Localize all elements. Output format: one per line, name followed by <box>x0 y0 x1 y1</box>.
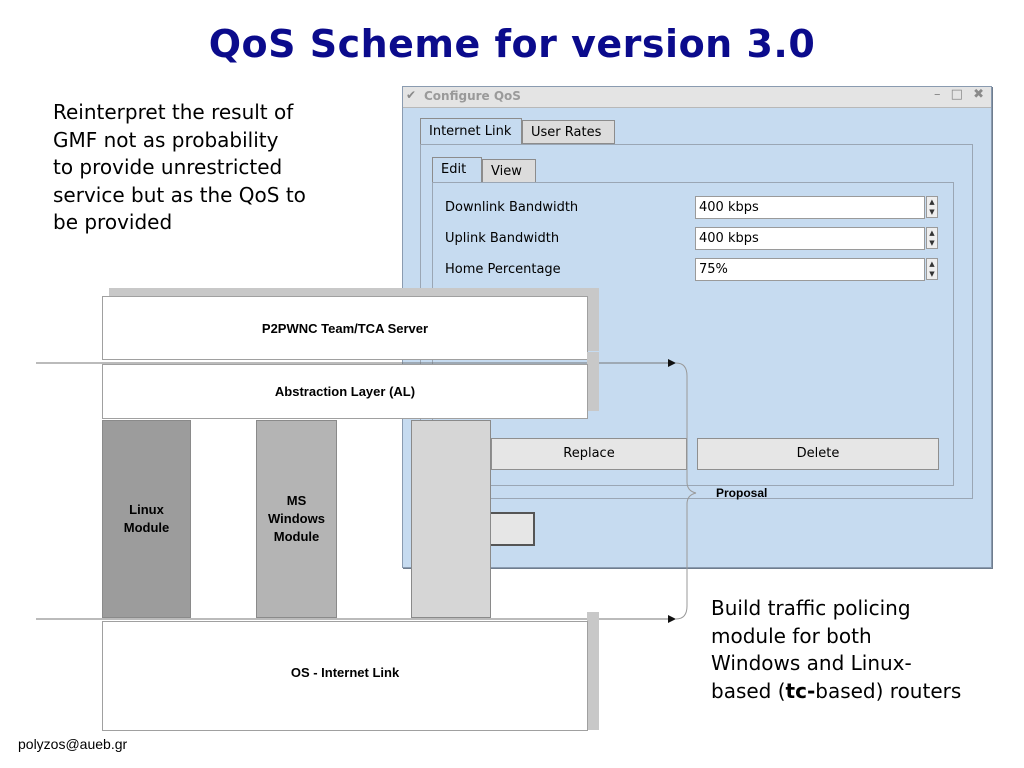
arrow-head-top <box>668 359 676 367</box>
linux-module-block: Linux Module <box>102 420 191 618</box>
proposal-label: Proposal <box>716 486 768 500</box>
third-module-block <box>411 420 491 618</box>
home-percentage-label: Home Percentage <box>445 262 561 277</box>
abstraction-layer-block: Abstraction Layer (AL) <box>102 364 588 419</box>
right-text-line: Windows and Linux- <box>711 651 912 675</box>
right-text-line: based (tc-based) routers <box>711 678 1021 706</box>
left-text-line: Reinterpret the result of <box>53 100 294 124</box>
downlink-bandwidth-label: Downlink Bandwidth <box>445 200 579 215</box>
downlink-bandwidth-field[interactable]: 400 kbps <box>695 196 925 219</box>
left-description: Reinterpret the result of GMF not as pro… <box>53 99 373 237</box>
tc-keyword: tc- <box>785 678 816 703</box>
os-block-side-face <box>587 612 599 730</box>
proposal-brace <box>675 362 697 620</box>
home-percentage-field[interactable]: 75% <box>695 258 925 281</box>
slide-title: QoS Scheme for version 3.0 <box>208 22 816 66</box>
right-text-prefix: based ( <box>711 678 786 703</box>
arrow-head-bottom <box>668 615 676 623</box>
windows-module-label: Windows <box>268 511 325 526</box>
dialog-titlebar[interactable]: ✔ Configure QoS – □ ✖ <box>403 87 991 108</box>
left-text-line: to provide unrestricted <box>53 155 283 179</box>
uplink-bandwidth-field[interactable]: 400 kbps <box>695 227 925 250</box>
dialog-title: Configure QoS <box>424 89 521 103</box>
uplink-bandwidth-label: Uplink Bandwidth <box>445 231 560 246</box>
window-controls-icon[interactable]: – □ ✖ <box>934 87 987 102</box>
linux-module-label: Module <box>123 520 170 535</box>
footer-email: polyzos@aueb.gr <box>18 736 128 752</box>
uplink-spinner[interactable]: ▲▼ <box>926 227 938 249</box>
right-text-line: module for both <box>711 623 872 648</box>
server-block-side-face <box>587 288 599 351</box>
linux-module-label: Linux <box>129 502 164 517</box>
tab-user-rates[interactable]: User Rates <box>522 120 615 144</box>
delete-button[interactable]: Delete <box>697 438 939 470</box>
right-text-line: Build traffic policing <box>711 596 911 620</box>
abstraction-block-side-face <box>587 352 599 411</box>
left-text-line: service but as the QoS to <box>53 182 306 207</box>
p2pwnc-server-block: P2PWNC Team/TCA Server <box>102 296 588 360</box>
right-description: Build traffic policing module for both W… <box>711 595 1021 705</box>
os-internet-link-block: OS - Internet Link <box>102 621 588 731</box>
left-text-line: be provided <box>53 210 173 234</box>
left-text-line: GMF not as probability <box>53 127 279 152</box>
downlink-spinner[interactable]: ▲▼ <box>926 196 938 218</box>
windows-module-label: MS <box>286 493 307 508</box>
chevron-down-icon[interactable]: ✔ <box>406 88 417 102</box>
windows-module-label: Module <box>273 529 320 544</box>
windows-module-block: MS Windows Module <box>256 420 337 618</box>
server-block-top-face <box>109 288 599 297</box>
right-text-suffix: based) routers <box>815 678 962 703</box>
configure-qos-dialog: ✔ Configure QoS – □ ✖ Internet Link User… <box>402 86 992 568</box>
tab-internet-link[interactable]: Internet Link <box>420 118 522 145</box>
home-percentage-spinner[interactable]: ▲▼ <box>926 258 938 280</box>
tab-edit[interactable]: Edit <box>432 157 482 183</box>
